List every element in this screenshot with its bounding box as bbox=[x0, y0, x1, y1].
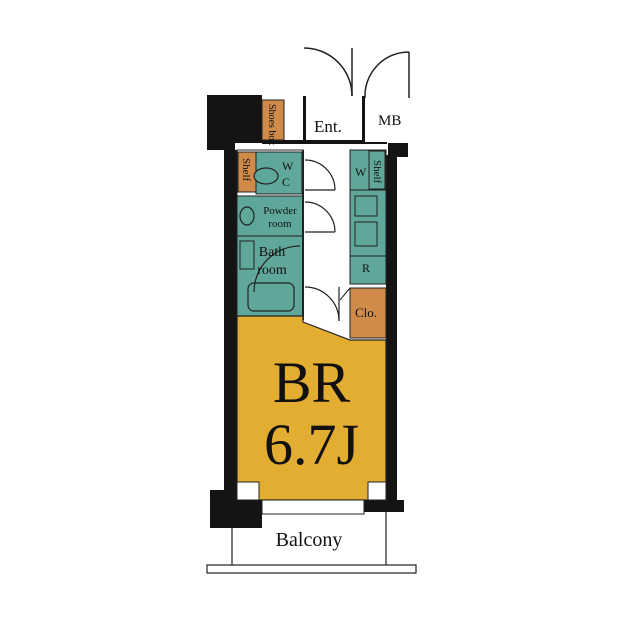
kitchen-sink-icon bbox=[354, 221, 378, 247]
toilet-icon bbox=[253, 167, 279, 185]
meter-box bbox=[365, 98, 409, 142]
closet-label: Clo. bbox=[355, 305, 378, 320]
bathtub-icon bbox=[247, 282, 295, 312]
powder-room-label: Powder room bbox=[263, 205, 297, 230]
closet bbox=[349, 287, 387, 339]
bedroom-corner-left bbox=[236, 481, 260, 501]
shower-area bbox=[239, 240, 255, 270]
shoes-box bbox=[261, 99, 285, 141]
bedroom-corner-right bbox=[367, 481, 387, 501]
wc-w-label: W bbox=[282, 159, 294, 173]
refrigerator bbox=[349, 255, 387, 285]
wc-c-label: C bbox=[282, 175, 291, 189]
bath-room-label: Bath room bbox=[257, 245, 287, 278]
balcony-label: Balcony bbox=[275, 529, 343, 551]
entrance-door-swing bbox=[303, 47, 410, 99]
shelf-right-label: Shelf bbox=[371, 160, 383, 184]
inner-door-swings bbox=[253, 159, 340, 322]
meter-box-label: MB bbox=[378, 113, 402, 129]
stove-icon bbox=[354, 195, 378, 217]
bedroom-size: 6.7J bbox=[263, 412, 360, 477]
shoes-box-label: Shoes box bbox=[266, 104, 277, 146]
washer-label: W bbox=[355, 165, 367, 179]
shelf-left-label: Shelf bbox=[240, 158, 252, 182]
entrance-label: Ent. bbox=[314, 117, 342, 136]
sink-icon bbox=[239, 206, 255, 226]
balcony-area bbox=[206, 512, 417, 574]
bedroom-name: BR bbox=[272, 350, 351, 415]
refrigerator-label: R bbox=[362, 261, 371, 275]
window-sash bbox=[261, 499, 365, 515]
